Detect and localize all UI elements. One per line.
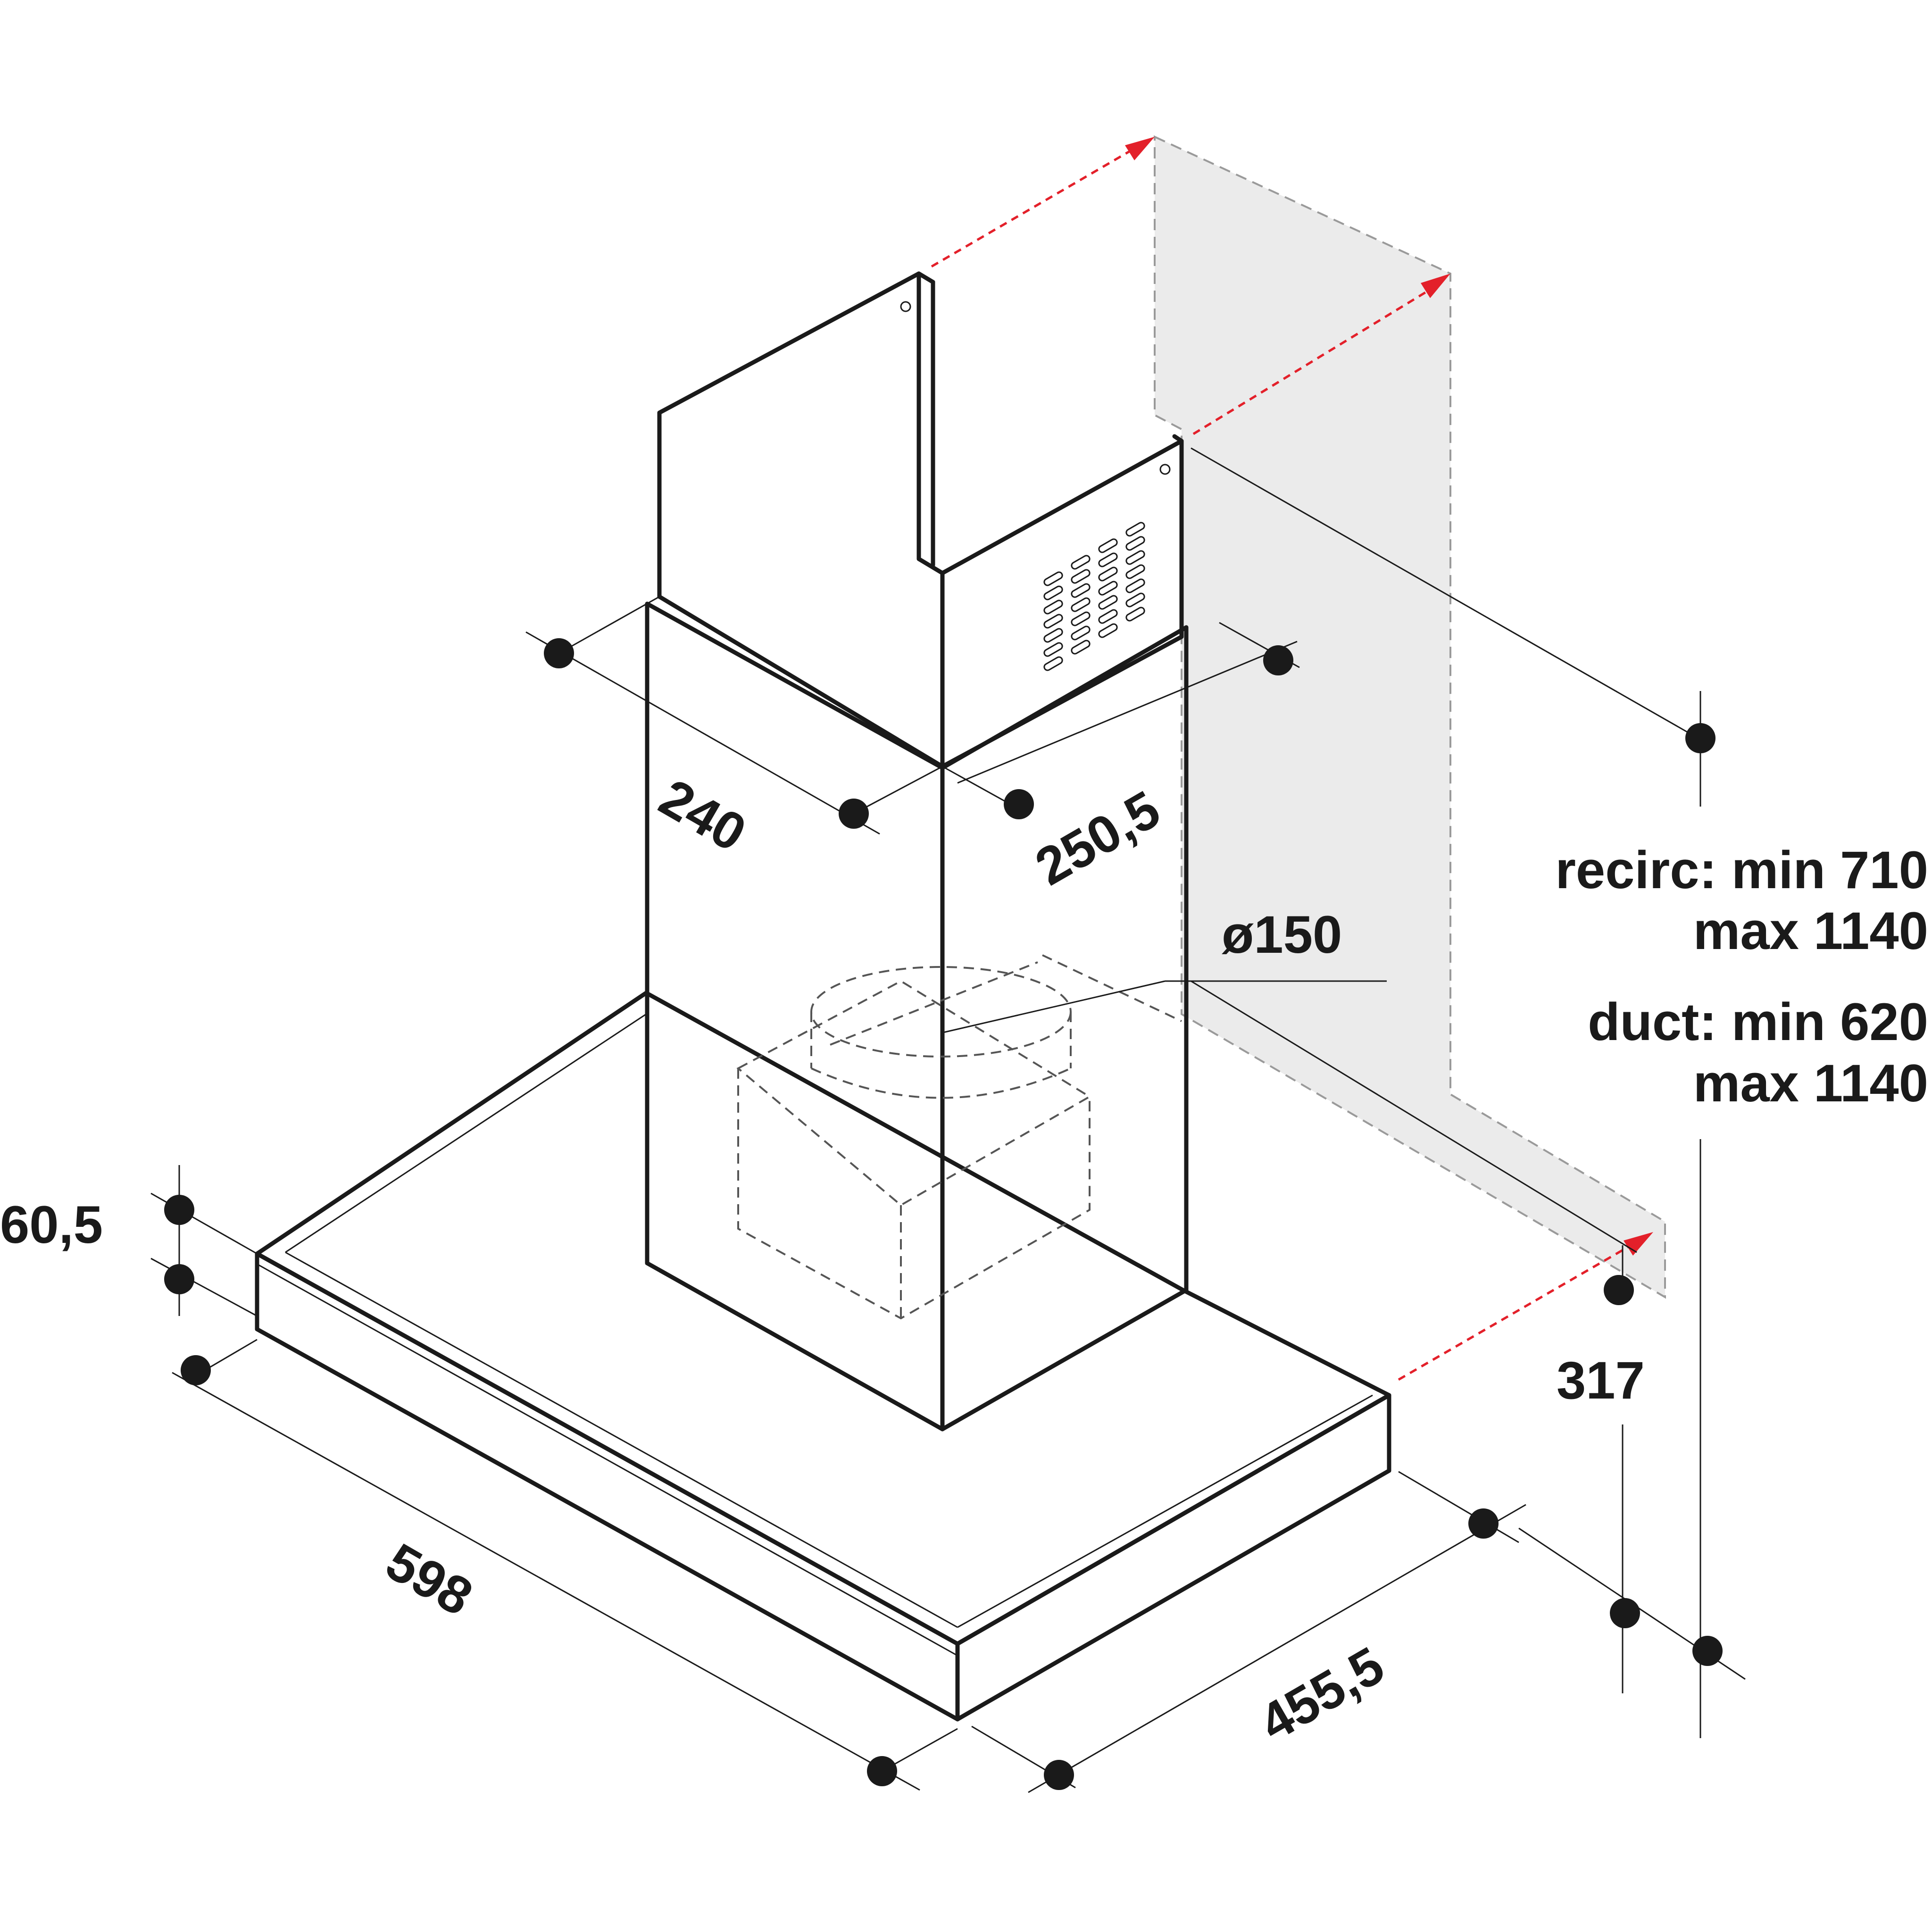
height-notes: recirc: min 710 max 1140 duct: min 620 m… <box>1555 841 1928 1113</box>
label-60-5: 60,5 <box>0 1195 103 1254</box>
vent-slots-icon <box>1043 522 1145 671</box>
label-317: 317 <box>1557 1351 1645 1410</box>
label-455-5: 455,5 <box>1250 1635 1394 1752</box>
label-598: 598 <box>376 1532 482 1627</box>
duct-max-label: max 1140 <box>1693 1054 1928 1113</box>
wall-panel <box>1154 135 1666 1299</box>
motor-hidden-lines <box>736 954 1182 1320</box>
label-240: 240 <box>650 768 756 863</box>
installation-arrows <box>931 137 1653 1381</box>
label-o150: ø150 <box>1222 905 1342 964</box>
duct-min-label: duct: min 620 <box>1588 992 1928 1051</box>
canopy <box>255 991 1391 1722</box>
dimension-lines <box>150 447 1746 1793</box>
dimension-dots <box>164 638 1723 1790</box>
recirc-max-label: max 1140 <box>1693 901 1928 960</box>
label-250-5: 250,5 <box>1026 779 1170 896</box>
recirc-min-label: recirc: min 710 <box>1555 841 1928 899</box>
lower-chimney <box>645 601 1189 1432</box>
upper-chimney <box>657 271 1184 769</box>
